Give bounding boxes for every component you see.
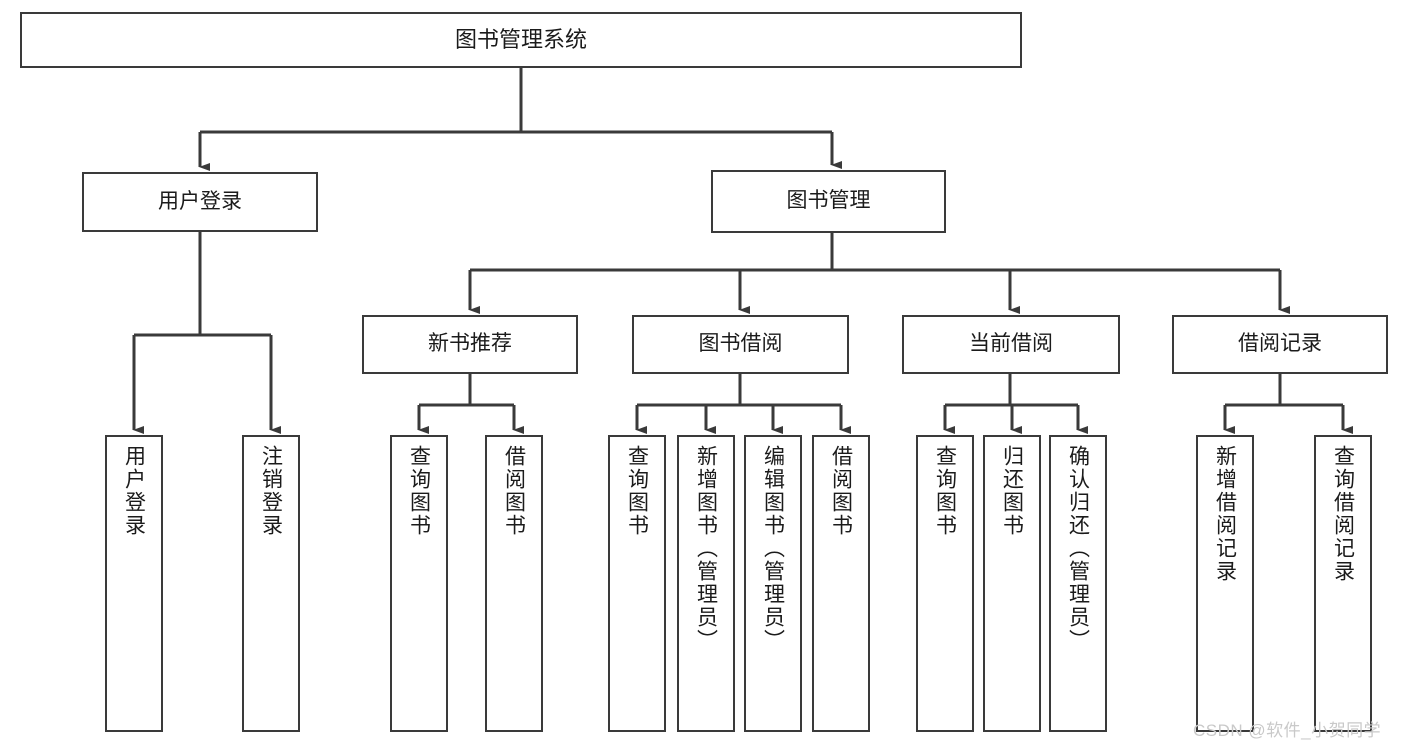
node-label: 查询图书 (625, 445, 649, 537)
node-label: 新书推荐 (428, 332, 512, 356)
node-leaf-query-book-current[interactable]: 查询图书 (916, 435, 974, 732)
node-book-borrow[interactable]: 图书借阅 (632, 315, 849, 374)
node-label: 用户登录 (158, 189, 242, 213)
node-new-book-recommend[interactable]: 新书推荐 (362, 315, 578, 374)
node-user-login[interactable]: 用户登录 (82, 172, 318, 232)
csdn-watermark: CSDN @软件_小贺同学 (1193, 721, 1382, 740)
node-label: 图书管理 (786, 189, 871, 213)
node-label: 查询图书 (933, 445, 957, 537)
node-label: 新增图书（管理员） (694, 445, 718, 652)
node-leaf-add-borrow-record[interactable]: 新增借阅记录 (1196, 435, 1254, 732)
node-leaf-query-book-borrow[interactable]: 查询图书 (608, 435, 666, 732)
node-borrow-record[interactable]: 借阅记录 (1172, 315, 1388, 374)
node-label: 图书借阅 (698, 332, 783, 356)
node-label: 查询图书 (407, 445, 431, 537)
node-leaf-borrow-book-recommend[interactable]: 借阅图书 (485, 435, 543, 732)
node-label: 用户登录 (122, 445, 146, 537)
node-leaf-confirm-return-admin[interactable]: 确认归还（管理员） (1049, 435, 1107, 732)
node-leaf-edit-book-admin[interactable]: 编辑图书（管理员） (744, 435, 802, 732)
node-label: 确认归还（管理员） (1066, 445, 1090, 652)
node-label: 图书管理系统 (454, 27, 587, 53)
node-root-system[interactable]: 图书管理系统 (20, 12, 1022, 68)
node-leaf-return-book[interactable]: 归还图书 (983, 435, 1041, 732)
node-label: 注销登录 (259, 445, 283, 537)
node-leaf-user-logout[interactable]: 注销登录 (242, 435, 300, 732)
node-label: 当前借阅 (969, 332, 1053, 356)
node-leaf-user-login[interactable]: 用户登录 (105, 435, 163, 732)
node-label: 新增借阅记录 (1213, 445, 1237, 583)
node-label: 编辑图书（管理员） (761, 445, 785, 652)
node-label: 归还图书 (1000, 445, 1024, 537)
node-leaf-query-borrow-record[interactable]: 查询借阅记录 (1314, 435, 1372, 732)
node-book-management[interactable]: 图书管理 (711, 170, 946, 233)
node-label: 借阅图书 (829, 445, 853, 537)
node-leaf-add-book-admin[interactable]: 新增图书（管理员） (677, 435, 735, 732)
node-leaf-borrow-book[interactable]: 借阅图书 (812, 435, 870, 732)
node-label: 查询借阅记录 (1331, 445, 1355, 583)
node-label: 借阅记录 (1238, 332, 1322, 356)
node-leaf-query-book-recommend[interactable]: 查询图书 (390, 435, 448, 732)
node-current-borrow[interactable]: 当前借阅 (902, 315, 1120, 374)
node-label: 借阅图书 (502, 445, 526, 537)
